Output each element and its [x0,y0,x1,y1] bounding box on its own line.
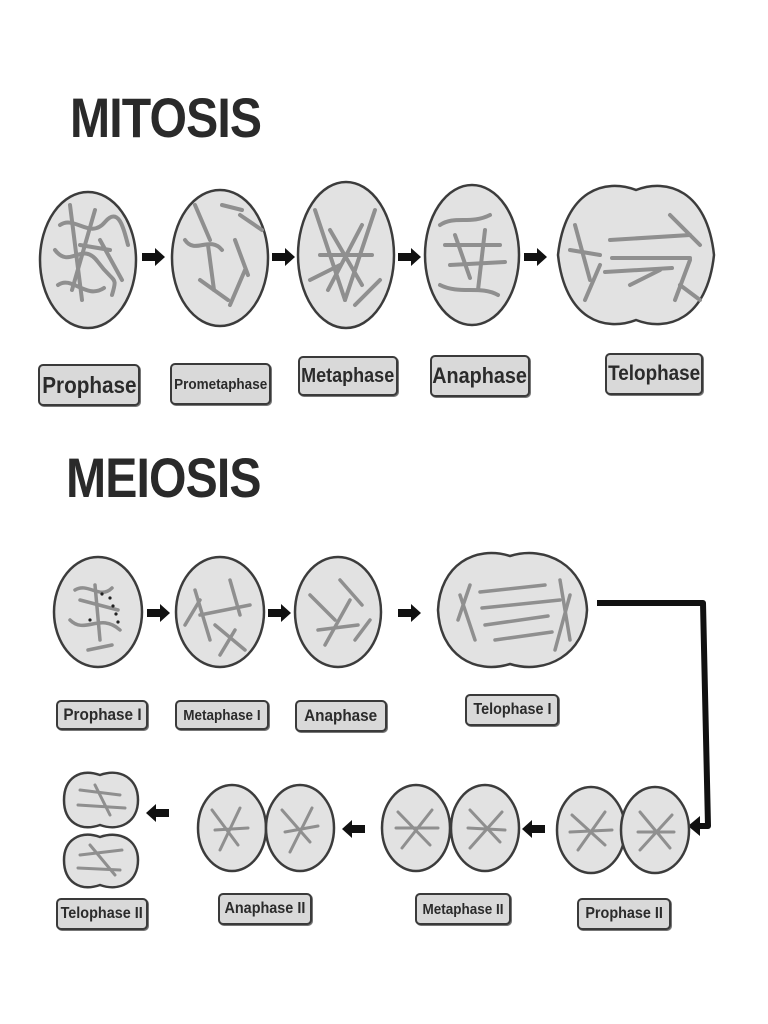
label-telophase-i-text: Telophase I [472,701,552,718]
label-anaphase-ii-text: Anaphase II [224,900,306,917]
meiosis-row2-chromosomes [76,783,676,877]
cell-prometaphase [170,188,270,328]
label-anaphase: Anaphase [430,355,530,397]
label-prophase-i-text: Prophase I [62,705,142,724]
connector-arrow [597,600,711,829]
cell-prophase [38,190,138,330]
label-anaphase-meiosis-text: Anaphase [304,706,378,725]
arrow-right-icon [272,248,295,266]
label-prophase-ii: Prophase II [577,898,671,930]
synapsis-dots [88,592,120,624]
label-prophase: Prophase [38,364,140,406]
meiosis-row1-cells [52,551,589,669]
cell-anaphase [423,183,521,327]
label-metaphase-i: Metaphase I [175,700,269,730]
label-telophase-text: Telophase [607,362,701,385]
label-metaphase-ii-text: Metaphase II [422,900,504,918]
label-prophase-i: Prophase I [56,700,148,730]
label-prometaphase-text: Prometaphase [173,375,268,393]
mitosis-title: MITOSIS [70,86,262,149]
arrow-left-icon [146,804,169,822]
label-telophase-ii-text: Telophase II [60,905,144,922]
label-metaphase-ii: Metaphase II [415,893,511,925]
arrow-right-icon [398,248,421,266]
label-telophase: Telophase [605,353,703,395]
label-telophase-i: Telophase I [465,694,559,726]
label-metaphase-i-text: Metaphase I [183,706,261,724]
meiosis-title: MEIOSIS [66,446,262,509]
arrow-right-icon [147,604,170,622]
arrow-right-icon [268,604,291,622]
mitosis-chromosomes [53,203,702,307]
label-anaphase-text: Anaphase [432,363,528,388]
arrow-right-icon [524,248,547,266]
label-prometaphase: Prometaphase [170,363,271,405]
arrow-right-icon [142,248,165,266]
label-telophase-ii: Telophase II [56,898,148,930]
label-anaphase-ii: Anaphase II [218,893,312,925]
cell-telophase-ii-bottom [62,833,140,889]
connector-arrowhead-icon [688,816,700,836]
label-prophase-ii-text: Prophase II [585,905,663,922]
meiosis-row1-chromosomes [68,578,572,657]
arrow-right-icon [398,604,421,622]
label-anaphase-meiosis: Anaphase [295,700,387,732]
cell-anaphase-meiosis [293,555,383,669]
mitosis-cells [38,180,716,330]
label-prophase-text: Prophase [41,371,137,398]
arrow-left-icon [342,820,365,838]
label-metaphase: Metaphase [298,356,398,396]
arrow-left-icon [522,820,545,838]
label-metaphase-text: Metaphase [301,364,395,387]
